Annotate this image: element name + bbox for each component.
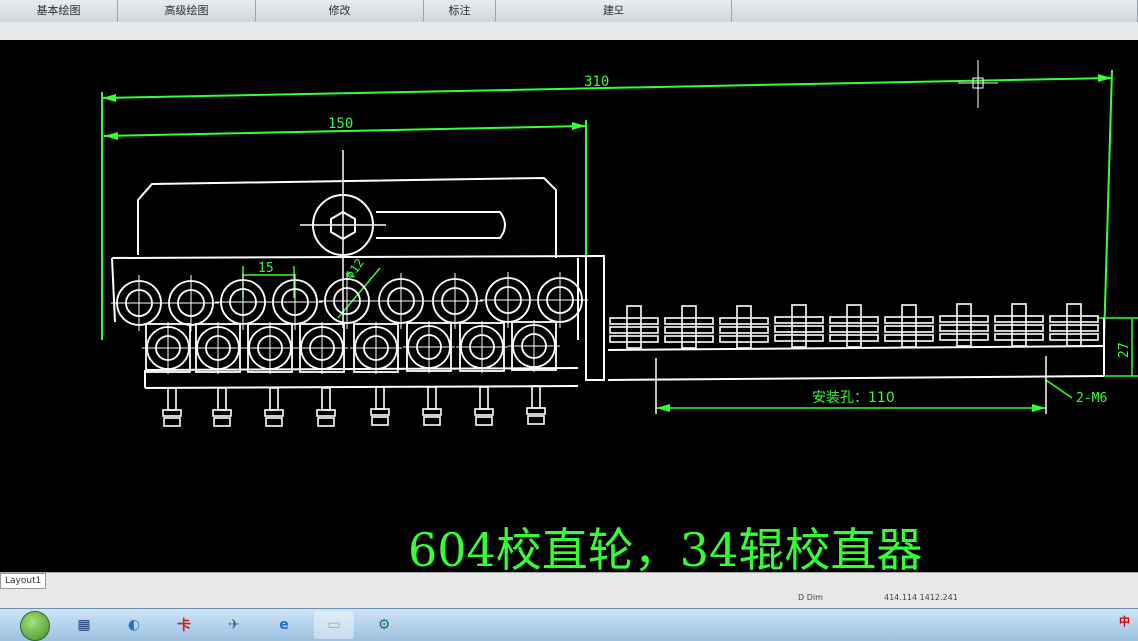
app-icon-3[interactable]: 卡 [177,618,191,634]
taskbar: ▦ ◐ 卡 ✈ e ▭ ⚙ 中 [0,608,1138,641]
dim-upper-text: 150 [328,116,353,132]
adjust-slot [376,211,506,239]
tray-ime-indicator[interactable]: 中 [1119,615,1130,628]
layout-tab[interactable]: Layout1 [0,573,47,589]
adjust-bolts [162,385,546,427]
dim-overall-ext-right [1103,69,1113,341]
cad-drawing: 310 150 15 Φ12 27 安装孔：110 2-M6 604校直轮，34… [101,60,1138,572]
dim-thread-leader [1045,379,1073,399]
app-icon-1[interactable]: ▦ [77,617,91,633]
upper-rollers [111,272,588,331]
thread-spec-text: 2-M6 [1076,391,1107,406]
tab-build[interactable]: 建모 [496,0,732,22]
ribbon-strip [0,22,1138,41]
tab-basic-draw[interactable]: 基本绘图 [0,0,118,22]
cad-app-icon[interactable]: ⚙ [377,617,391,633]
dimension-lines [101,69,1138,412]
tab-advanced-draw[interactable]: 高级绘图 [118,0,256,22]
tab-annotate[interactable]: 标注 [424,0,496,22]
dim-overall-line [101,77,1113,99]
base-line-2 [144,385,579,389]
cursor-crosshair [958,60,998,108]
tab-empty [732,0,1138,22]
status-coordinates: 414.114 1412.241 [884,593,958,602]
dim-overall-text: 310 [584,74,609,90]
layout-tabs-bar: Layout1 D Dim 414.114 1412.241 [0,572,1138,609]
folder-icon[interactable]: ▭ [314,611,354,639]
app-icon-2[interactable]: ◐ [127,617,141,633]
dim-pitch-text: 15 [258,261,274,276]
dim-diameter-leader [337,267,381,319]
status-dim: D Dim [798,593,823,602]
dimension-texts: 310 150 15 Φ12 27 安装孔：110 2-M6 604校直轮，34… [258,74,1132,572]
mount-hole-marks [655,356,1047,414]
bracket [585,255,605,381]
right-base-bottom [607,375,1105,381]
side-rollers [609,303,1099,349]
lower-rollers [142,320,560,374]
start-button[interactable] [20,611,50,641]
ribbon-tabs: 基本绘图 高级绘图 修改 标注 建모 [0,0,1138,23]
drawing-title: 604校直轮，34辊校直器 [408,523,922,572]
drawing-canvas[interactable]: 310 150 15 Φ12 27 安装孔：110 2-M6 604校直轮，34… [0,40,1138,572]
mount-holes-text: 安装孔：110 [812,390,895,406]
app-icon-4[interactable]: ✈ [228,617,240,633]
frame-top [111,255,605,259]
top-plate [137,176,557,258]
dim-upper-line [103,125,587,137]
browser-icon[interactable]: e [279,617,289,633]
dim-height-text: 27 [1117,342,1132,358]
tab-modify[interactable]: 修改 [256,0,424,22]
